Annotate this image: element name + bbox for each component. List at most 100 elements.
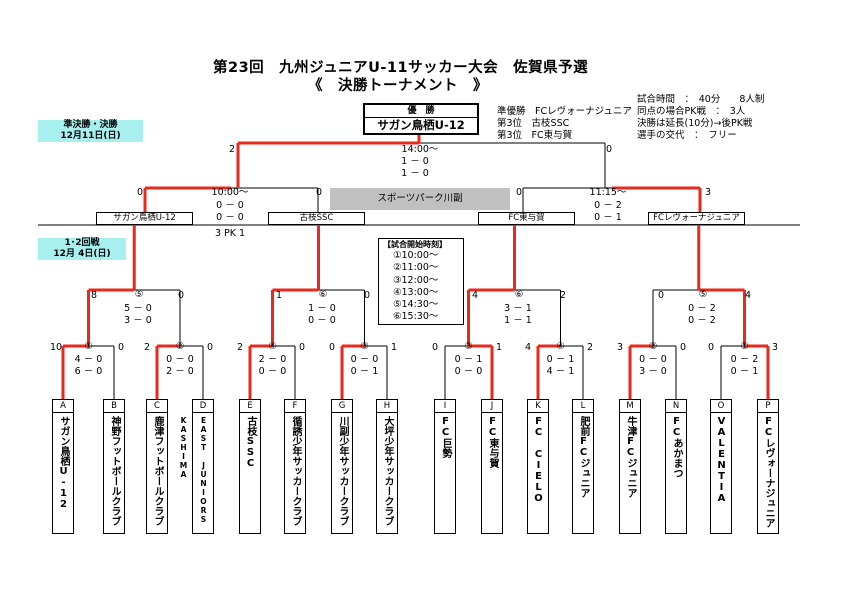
r1-total-left: 4 <box>525 342 532 353</box>
semi-right-score-2: 0 － 1 <box>594 212 622 223</box>
qf-score-1: 3 － 1 <box>504 303 532 314</box>
champion-label: 優 勝 <box>365 105 477 118</box>
r1-score-1: 0 － 1 <box>546 354 575 365</box>
semi-left-pk: 3 PK 1 <box>214 228 246 239</box>
team-name: 神野フットボールクラブ <box>109 416 120 526</box>
start-time-item: ②11:00～ <box>393 262 439 274</box>
champion-box: 優 勝 サガン鳥栖U-12 <box>363 103 479 135</box>
team-name: 大坪少年サッカークラブ <box>382 416 393 526</box>
team-code: B <box>104 400 124 413</box>
team-box-j: J FC東与賀 <box>481 399 503 534</box>
r1-total-right: 0 <box>299 342 306 353</box>
start-time-item: ①10:00～ <box>393 250 439 261</box>
r1-score-2: 0 － 1 <box>350 366 379 377</box>
semi-team-box: FC東与賀 <box>478 212 575 225</box>
stage-date: 12月11日(日) <box>60 131 121 141</box>
r1-mark: ② <box>648 341 658 352</box>
stage-date: 12月 4日(日) <box>53 249 111 259</box>
team-code: I <box>435 400 455 413</box>
team-code: M <box>620 400 640 413</box>
qf-score-2: 1 － 1 <box>504 315 532 326</box>
team-name: FCあかまつ <box>671 416 682 478</box>
qf-total-right: 4 <box>745 290 752 301</box>
qf-total-right: 0 <box>364 290 371 301</box>
r1-score-1: 0 － 0 <box>639 354 667 365</box>
semi-right-score-1: 0 － 2 <box>594 200 622 211</box>
team-code: J <box>482 400 502 413</box>
stage-label-early: 1･2回戦 12月 4日(日) <box>38 238 126 260</box>
qf-total-left: 8 <box>91 290 98 301</box>
r1-mark: ① <box>84 341 93 352</box>
r1-mark: ③ <box>464 341 473 352</box>
stage-name: 準決勝・決勝 <box>63 120 118 130</box>
r1-score-2: 3 － 0 <box>639 366 667 377</box>
qf-total-left: 4 <box>472 290 479 301</box>
r1-score-1: 0 － 0 <box>350 354 379 365</box>
team-name: 鹿津フットボールクラブ <box>152 416 163 526</box>
r1-mark: ④ <box>556 341 565 352</box>
r1-total-right: 0 <box>118 342 125 353</box>
r1-score-1: 0 － 0 <box>166 354 194 365</box>
r1-total-right: 3 <box>772 342 779 353</box>
semi-left-total-right: 0 <box>316 187 323 198</box>
r1-score-2: 4 － 1 <box>546 366 575 377</box>
team-name: EAST JUNIORS KASHIMA <box>179 416 208 524</box>
team-name: サガン鳥栖U-12 <box>58 416 69 510</box>
semi-team-box: FCレヴォーナジュニア <box>648 212 745 225</box>
team-name: 循誘少年サッカークラブ <box>290 416 301 526</box>
r1-mark: ② <box>175 341 185 352</box>
r1-total-left: 0 <box>329 342 336 353</box>
stage-name: 1･2回戦 <box>64 238 100 248</box>
r1-score-1: 0 － 2 <box>730 354 759 365</box>
team-box-c: C 鹿津フットボールクラブ <box>146 399 168 534</box>
r1-score-2: 6 － 0 <box>74 366 103 377</box>
qf-total-left: 0 <box>658 290 665 301</box>
qf-score-1: 0 － 2 <box>688 303 716 314</box>
r1-mark: ③ <box>360 341 369 352</box>
start-time-item: ③12:00～ <box>393 274 439 286</box>
r1-total-right: 2 <box>587 342 594 353</box>
team-code: P <box>758 400 778 413</box>
r1-score-1: 2 － 0 <box>258 354 287 365</box>
team-name: 牛津FCジュニア <box>625 416 636 498</box>
final-results: 準優勝 FCレヴォーナジュニア 第3位 古枝SSC 第3位 FC東与賀 <box>497 106 632 142</box>
team-code: C <box>147 400 167 413</box>
team-box-m: M 牛津FCジュニア <box>619 399 641 534</box>
stage-label-semi: 準決勝・決勝 12月11日(日) <box>38 120 143 142</box>
semi-right-total-left: 0 <box>516 187 523 198</box>
team-name: FC東与賀 <box>487 416 498 468</box>
team-name: FC巨勢 <box>440 416 451 458</box>
r1-total-right: 1 <box>391 342 398 353</box>
qf-mark: ⑤ <box>698 289 708 300</box>
r1-score-2: 0 － 1 <box>730 366 759 377</box>
qf-total-right: 0 <box>178 290 185 301</box>
start-time-item: ⑥15:30～ <box>393 311 439 323</box>
semi-team-box: 古枝SSC <box>268 212 365 225</box>
team-box-i: I FC巨勢 <box>434 399 456 534</box>
team-code: O <box>711 400 731 413</box>
semi-left-score-2: 0 － 0 <box>216 212 244 223</box>
qf-total-left: 1 <box>276 290 283 301</box>
qf-score-2: 0 － 2 <box>688 315 716 326</box>
rule-line: 試合時間 ： 40分 8人制 <box>637 94 765 105</box>
r1-score-2: 0 － 0 <box>258 366 287 377</box>
final-total-left: 2 <box>229 144 236 155</box>
start-time-item: ④13:00～ <box>393 286 439 298</box>
qf-score-2: 0 － 0 <box>308 315 336 326</box>
semi-right-time: 11:15～ <box>589 187 627 198</box>
r1-score-2: 0 － 0 <box>454 366 483 377</box>
semi-right-total-right: 3 <box>705 187 712 198</box>
rules-info: 試合時間 ： 40分 8人制 同点の場合PK戦 ： 3人 決勝は延長(10分)→… <box>637 94 764 142</box>
team-code: F <box>285 400 305 413</box>
r1-score-1: 4 － 0 <box>74 354 103 365</box>
team-name: 川副少年サッカークラブ <box>337 416 348 526</box>
tournament-title: 第23回 九州ジュニアU-11サッカー大会 佐賀県予選 <box>213 60 589 76</box>
